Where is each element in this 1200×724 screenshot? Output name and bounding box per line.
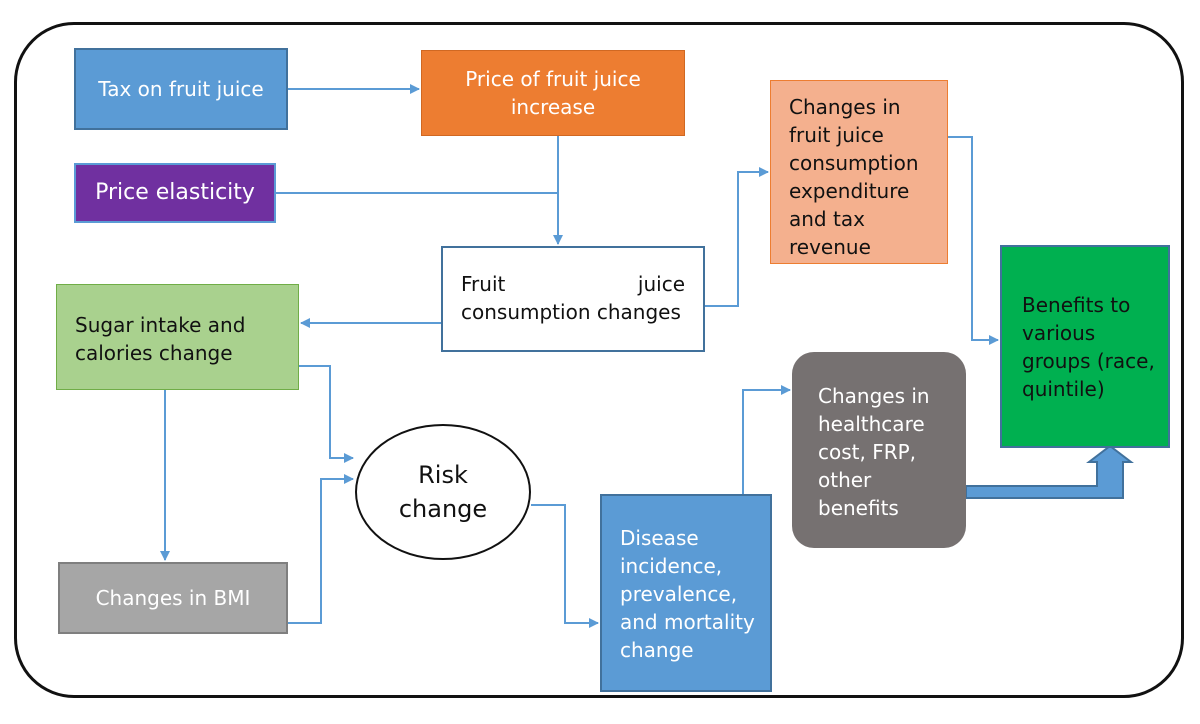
arrow-risk-to-disease	[531, 504, 599, 628]
node-health-line: cost, FRP,	[818, 440, 917, 464]
node-sugar-label-line2: calories change	[75, 341, 233, 365]
node-sugar-intake-calories: Sugar intake and calories change	[56, 284, 299, 390]
node-disease-line: Disease	[620, 526, 699, 550]
node-risk-label-line1: Risk	[418, 461, 468, 489]
node-benefits-line: Benefits to	[1022, 293, 1131, 317]
node-expenditure-line: Changes in	[789, 95, 901, 119]
node-health-line: other	[818, 468, 872, 492]
node-price-label-line1: Price of fruit juice	[465, 67, 641, 91]
node-tax-on-fruit-juice: Tax on fruit juice	[74, 48, 288, 130]
node-expenditure-line: expenditure	[789, 179, 910, 203]
node-price-elasticity: Price elasticity	[74, 163, 276, 223]
diagram-frame	[14, 22, 1184, 698]
node-health-line: Changes in	[818, 384, 930, 408]
arrow-bmi-to-risk	[288, 474, 354, 624]
arrow-expenditure-to-benefits	[948, 136, 999, 345]
node-health-line: healthcare	[818, 412, 925, 436]
node-elasticity-label: Price elasticity	[95, 180, 255, 205]
node-fruit-label-line2: consumption changes	[461, 300, 681, 324]
node-disease-line: incidence,	[620, 554, 723, 578]
arrow-disease-to-health	[742, 385, 791, 494]
block-arrow-health-to-benefits	[965, 444, 1134, 499]
node-expenditure-line: and tax	[789, 207, 865, 231]
node-risk-change: Risk change	[355, 424, 531, 560]
node-disease-line: and mortality	[620, 610, 755, 634]
node-disease-change: Disease incidence, prevalence, and morta…	[600, 494, 772, 692]
node-expenditure-and-tax-revenue: Changes in fruit juice consumption expen…	[770, 80, 948, 264]
arrow-sugar-to-risk	[299, 365, 354, 463]
node-bmi-label: Changes in BMI	[95, 586, 251, 610]
node-fruit-juice-consumption-changes: Fruit juice consumption changes	[441, 246, 705, 352]
node-price-label-line2: increase	[510, 95, 596, 119]
node-risk-label-line2: change	[398, 495, 488, 523]
node-expenditure-line: consumption	[789, 151, 919, 175]
node-expenditure-line: fruit juice	[789, 123, 884, 147]
node-benefits-line: various	[1022, 321, 1096, 345]
node-changes-in-bmi: Changes in BMI	[58, 562, 288, 634]
node-disease-line: prevalence,	[620, 582, 738, 606]
node-benefits-line: groups (race,	[1022, 349, 1155, 373]
node-disease-line: change	[620, 638, 694, 662]
node-price-increase: Price of fruit juice increase	[421, 50, 685, 136]
node-benefits-to-groups: Benefits to various groups (race, quinti…	[1000, 245, 1170, 448]
node-sugar-label-line1: Sugar intake and	[75, 313, 246, 337]
arrow-fruit-to-expenditure	[705, 167, 769, 307]
node-tax-label: Tax on fruit juice	[98, 77, 264, 101]
node-health-line: benefits	[818, 496, 899, 520]
node-fruit-label-word2: juice	[637, 272, 685, 296]
node-healthcare-cost-changes: Changes in healthcare cost, FRP, other b…	[792, 352, 966, 548]
node-benefits-line: quintile)	[1022, 377, 1105, 401]
node-fruit-label-word1: Fruit	[461, 272, 506, 296]
node-expenditure-line: revenue	[789, 235, 871, 259]
